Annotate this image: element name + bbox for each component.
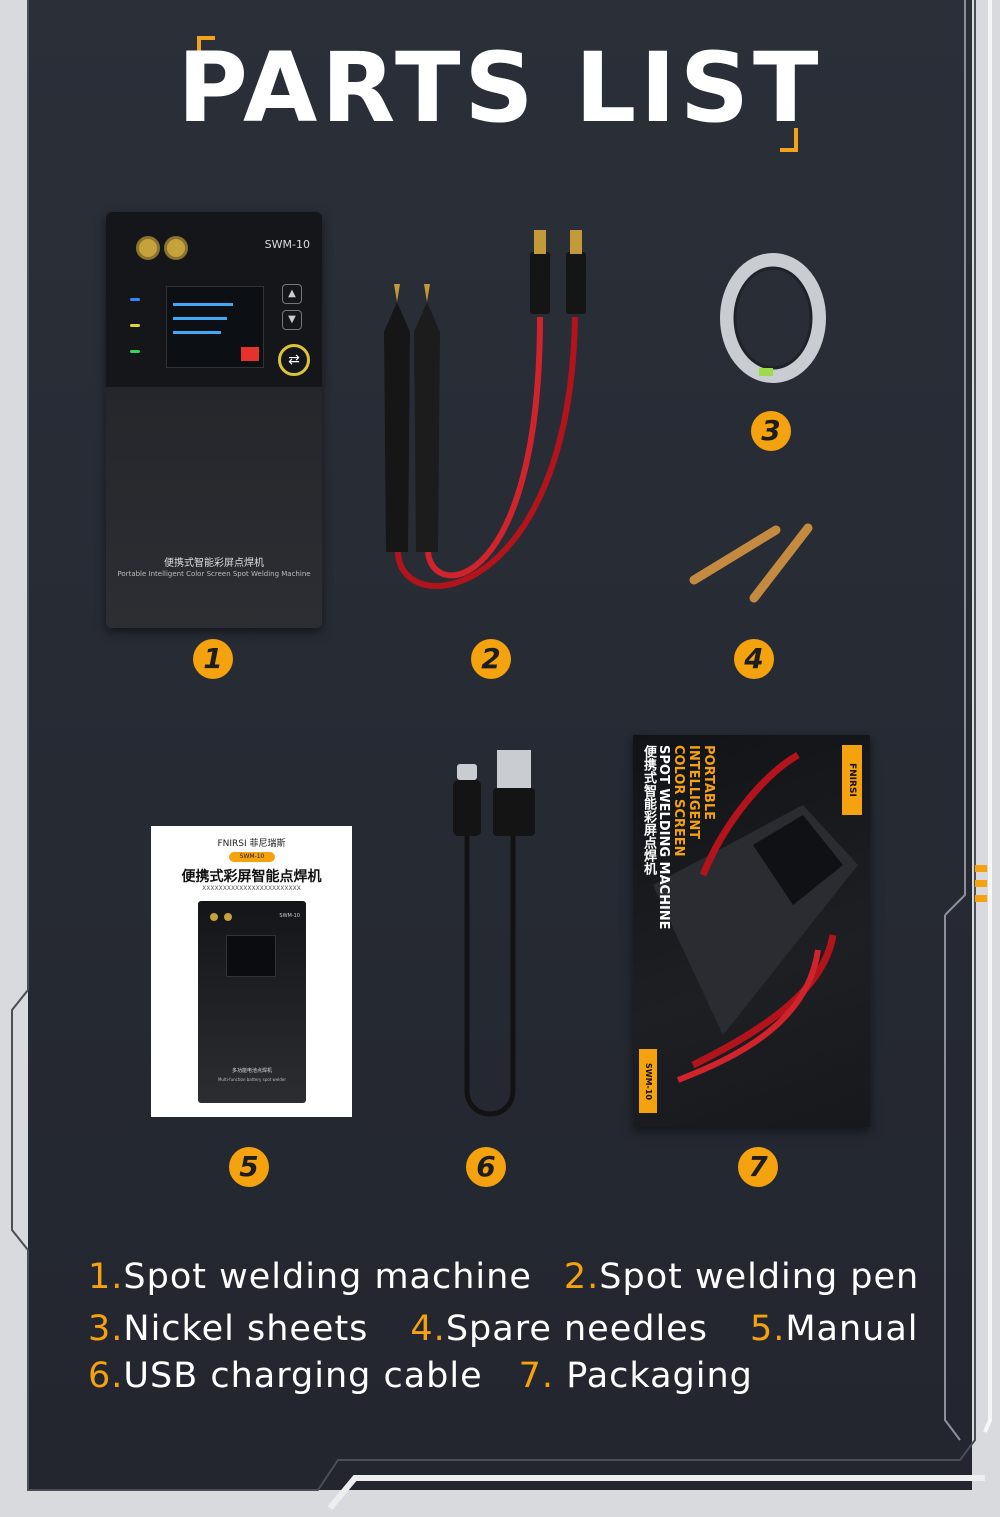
page-title: PARTS LIST bbox=[177, 32, 823, 144]
down-button-icon: ▼ bbox=[282, 310, 302, 330]
machine-en-label: Portable Intelligent Color Screen Spot W… bbox=[117, 570, 311, 578]
badge-3: 3 bbox=[751, 411, 791, 451]
manual-mini-model: SWM-10 bbox=[279, 913, 300, 919]
machine-cn-label: 便携式智能彩屏点焊机 bbox=[164, 558, 264, 569]
legend-num-6: 6. bbox=[88, 1356, 124, 1396]
led-yellow bbox=[130, 324, 140, 327]
led-green bbox=[130, 350, 140, 353]
packaging-headline: PORTABLE INTELLIGENT COLOR SCREEN SPOT W… bbox=[641, 745, 716, 930]
legend-num-2: 2. bbox=[563, 1257, 600, 1297]
legend-label-5: Manual bbox=[785, 1309, 919, 1349]
packaging-model-tag: SWM-10 bbox=[639, 1049, 657, 1113]
badge-4: 4 bbox=[734, 639, 774, 679]
packaging-image: PORTABLE INTELLIGENT COLOR SCREEN SPOT W… bbox=[633, 735, 870, 1127]
title-bracket-left bbox=[197, 36, 215, 60]
warning-indicator bbox=[241, 347, 259, 361]
led-blue bbox=[130, 298, 140, 301]
legend-row-2: 3.Nickel sheets 4.Spare needles 5.Manual bbox=[88, 1309, 919, 1349]
ok-button-icon: ⇄ bbox=[278, 344, 310, 376]
legend-num-7: 7. bbox=[518, 1356, 555, 1396]
legend-label-3: Nickel sheets bbox=[123, 1309, 369, 1349]
legend-label-4: Spare needles bbox=[445, 1309, 708, 1349]
legend-row-3: 6.USB charging cable 7. Packaging bbox=[88, 1356, 753, 1396]
badge-6: 6 bbox=[466, 1147, 506, 1187]
terminal-knob-left bbox=[136, 236, 160, 260]
manual-brand: FNIRSI 菲尼瑞斯 bbox=[217, 839, 286, 849]
badge-7: 7 bbox=[738, 1147, 778, 1187]
manual-placeholder: XXXXXXXXXXXXXXXXXXXXXXXX bbox=[202, 885, 301, 892]
manual-mini-cn: 多功能电池点焊机 bbox=[231, 1068, 272, 1074]
packaging-artwork bbox=[653, 751, 858, 1083]
machine-model-label: SWM-10 bbox=[264, 238, 310, 251]
packaging-logo: FNIRSI bbox=[842, 745, 862, 815]
spare-needles-image bbox=[689, 523, 813, 603]
legend-num-3: 3. bbox=[88, 1309, 124, 1349]
manual-image: FNIRSI 菲尼瑞斯 SWM-10 便携式彩屏智能点焊机 XXXXXXXXXX… bbox=[151, 826, 352, 1117]
usb-cable-image bbox=[453, 750, 535, 1117]
nickel-sheets-image bbox=[720, 253, 826, 383]
legend-num-4: 4. bbox=[410, 1309, 446, 1349]
legend-num-1: 1. bbox=[88, 1257, 124, 1297]
up-button-icon: ▲ bbox=[282, 284, 302, 304]
manual-machine-picture: SWM-10 多功能电池点焊机 Multi-function battery s… bbox=[198, 901, 306, 1103]
spot-welding-machine-image: SWM-10 ▲ ▼ ⇄ 便携式智能彩屏点焊机 Portable Intelli… bbox=[106, 212, 322, 628]
badge-2: 2 bbox=[471, 639, 511, 679]
legend-label-6: USB charging cable bbox=[123, 1356, 483, 1396]
legend-num-5: 5. bbox=[749, 1309, 786, 1349]
badge-1: 1 bbox=[193, 639, 233, 679]
spot-welding-pen-image bbox=[384, 230, 586, 589]
machine-screen bbox=[166, 286, 264, 368]
badge-5: 5 bbox=[229, 1147, 269, 1187]
legend-label-1: Spot welding machine bbox=[123, 1257, 532, 1297]
manual-model-pill: SWM-10 bbox=[229, 852, 275, 862]
title-bracket-right bbox=[780, 128, 798, 152]
legend-label-7: Packaging bbox=[554, 1356, 753, 1396]
manual-mini-en: Multi-function battery spot welder bbox=[217, 1077, 287, 1082]
manual-title: 便携式彩屏智能点焊机 bbox=[181, 869, 322, 885]
legend-label-2: Spot welding pen bbox=[599, 1257, 920, 1297]
terminal-knob-right bbox=[164, 236, 188, 260]
legend-row-1: 1.Spot welding machine 2.Spot welding pen bbox=[88, 1257, 919, 1297]
